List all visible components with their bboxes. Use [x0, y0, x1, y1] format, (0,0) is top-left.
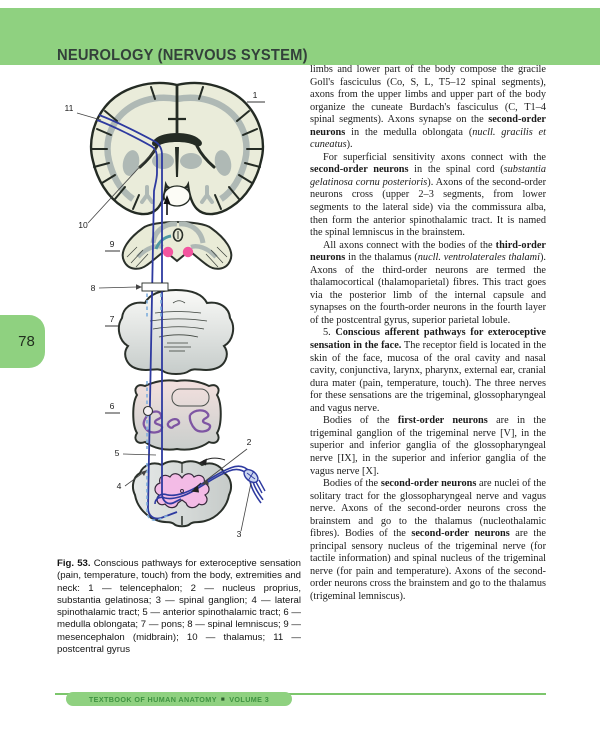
paragraph: Bodies of the first-order neurons are in…: [310, 415, 546, 477]
red-nucleus-right: [182, 246, 194, 258]
article-paragraphs: limbs and lower part of the body compose…: [310, 64, 546, 604]
figure-53: 1 11 10 9 8 7 6 5 4 2 3: [55, 75, 305, 555]
mesencephalon-section: [121, 221, 233, 270]
chapter-title: NEUROLOGY (NERVOUS SYSTEM): [57, 47, 308, 64]
fourth-ventricle-outline: [171, 388, 210, 407]
footer-separator-square: ■: [220, 695, 226, 703]
pathway-line-right: [98, 114, 182, 505]
label-8: 8: [91, 283, 96, 293]
paragraph: limbs and lower part of the body compose…: [310, 64, 546, 151]
thalamus-left: [152, 153, 174, 169]
footer-book-title: TEXTBOOK OF HUMAN ANATOMY: [88, 694, 217, 704]
label-6: 6: [110, 401, 115, 411]
page-number: 78: [18, 333, 35, 350]
pons-section: [117, 288, 235, 375]
figure-caption: Fig. 53. Conscious pathways for exteroce…: [57, 558, 301, 656]
medulla-oblongata-section: [132, 379, 222, 451]
paragraph: Bodies of the second-order neurons are n…: [310, 478, 546, 602]
page-number-badge: 78: [0, 315, 45, 368]
ascending-direction-arrow: [163, 195, 171, 215]
label-10: 10: [78, 220, 88, 230]
chapter-header-band: NEUROLOGY (NERVOUS SYSTEM): [0, 8, 600, 65]
paragraph: 5. Conscious afferent pathways for exter…: [310, 327, 547, 414]
pathway-diagram: 1 11 10 9 8 7 6 5 4 2 3: [65, 81, 266, 539]
paragraph: All axons connect with the bodies of the…: [310, 239, 546, 326]
label-5: 5: [115, 448, 120, 458]
nucleus-marker-circle: [142, 405, 154, 417]
olivary-nuclei: [142, 409, 212, 434]
label-4: 4: [117, 481, 122, 491]
figure-caption-lead: Fig. 53.: [57, 558, 91, 569]
central-canal: [180, 489, 184, 493]
pontine-fibre-lines: [149, 300, 208, 352]
label-3: 3: [237, 529, 242, 539]
figure-labels: 1 11 10 9 8 7 6 5 4 2 3: [65, 90, 265, 539]
label-9: 9: [110, 239, 115, 249]
lateral-ventricles: [152, 133, 202, 147]
footer-rule: [55, 693, 546, 695]
spinal-nerve: [154, 457, 266, 505]
third-ventricle: [175, 147, 179, 177]
thalamus-right: [180, 153, 202, 169]
label-1: 1: [253, 90, 258, 100]
footer-banner: TEXTBOOK OF HUMAN ANATOMY ■ VOLUME 3: [66, 692, 292, 706]
label-2: 2: [247, 437, 252, 447]
spinothalamic-pathway: [96, 114, 182, 521]
conduction-direction-arrow: [199, 458, 207, 466]
spinal-lemniscus-marker: [141, 282, 169, 292]
figure-caption-body: Conscious pathways for exteroceptive sen…: [57, 558, 301, 656]
label-11: 11: [65, 103, 74, 113]
red-nucleus-left: [162, 246, 174, 258]
sulci-lines: [91, 86, 263, 210]
label-7: 7: [110, 314, 115, 324]
footer-volume: VOLUME 3: [229, 694, 270, 704]
telencephalon-section: [89, 81, 265, 216]
paragraph: For superficial sensitivity axons connec…: [310, 151, 546, 239]
pathway-line-left: [96, 119, 178, 520]
